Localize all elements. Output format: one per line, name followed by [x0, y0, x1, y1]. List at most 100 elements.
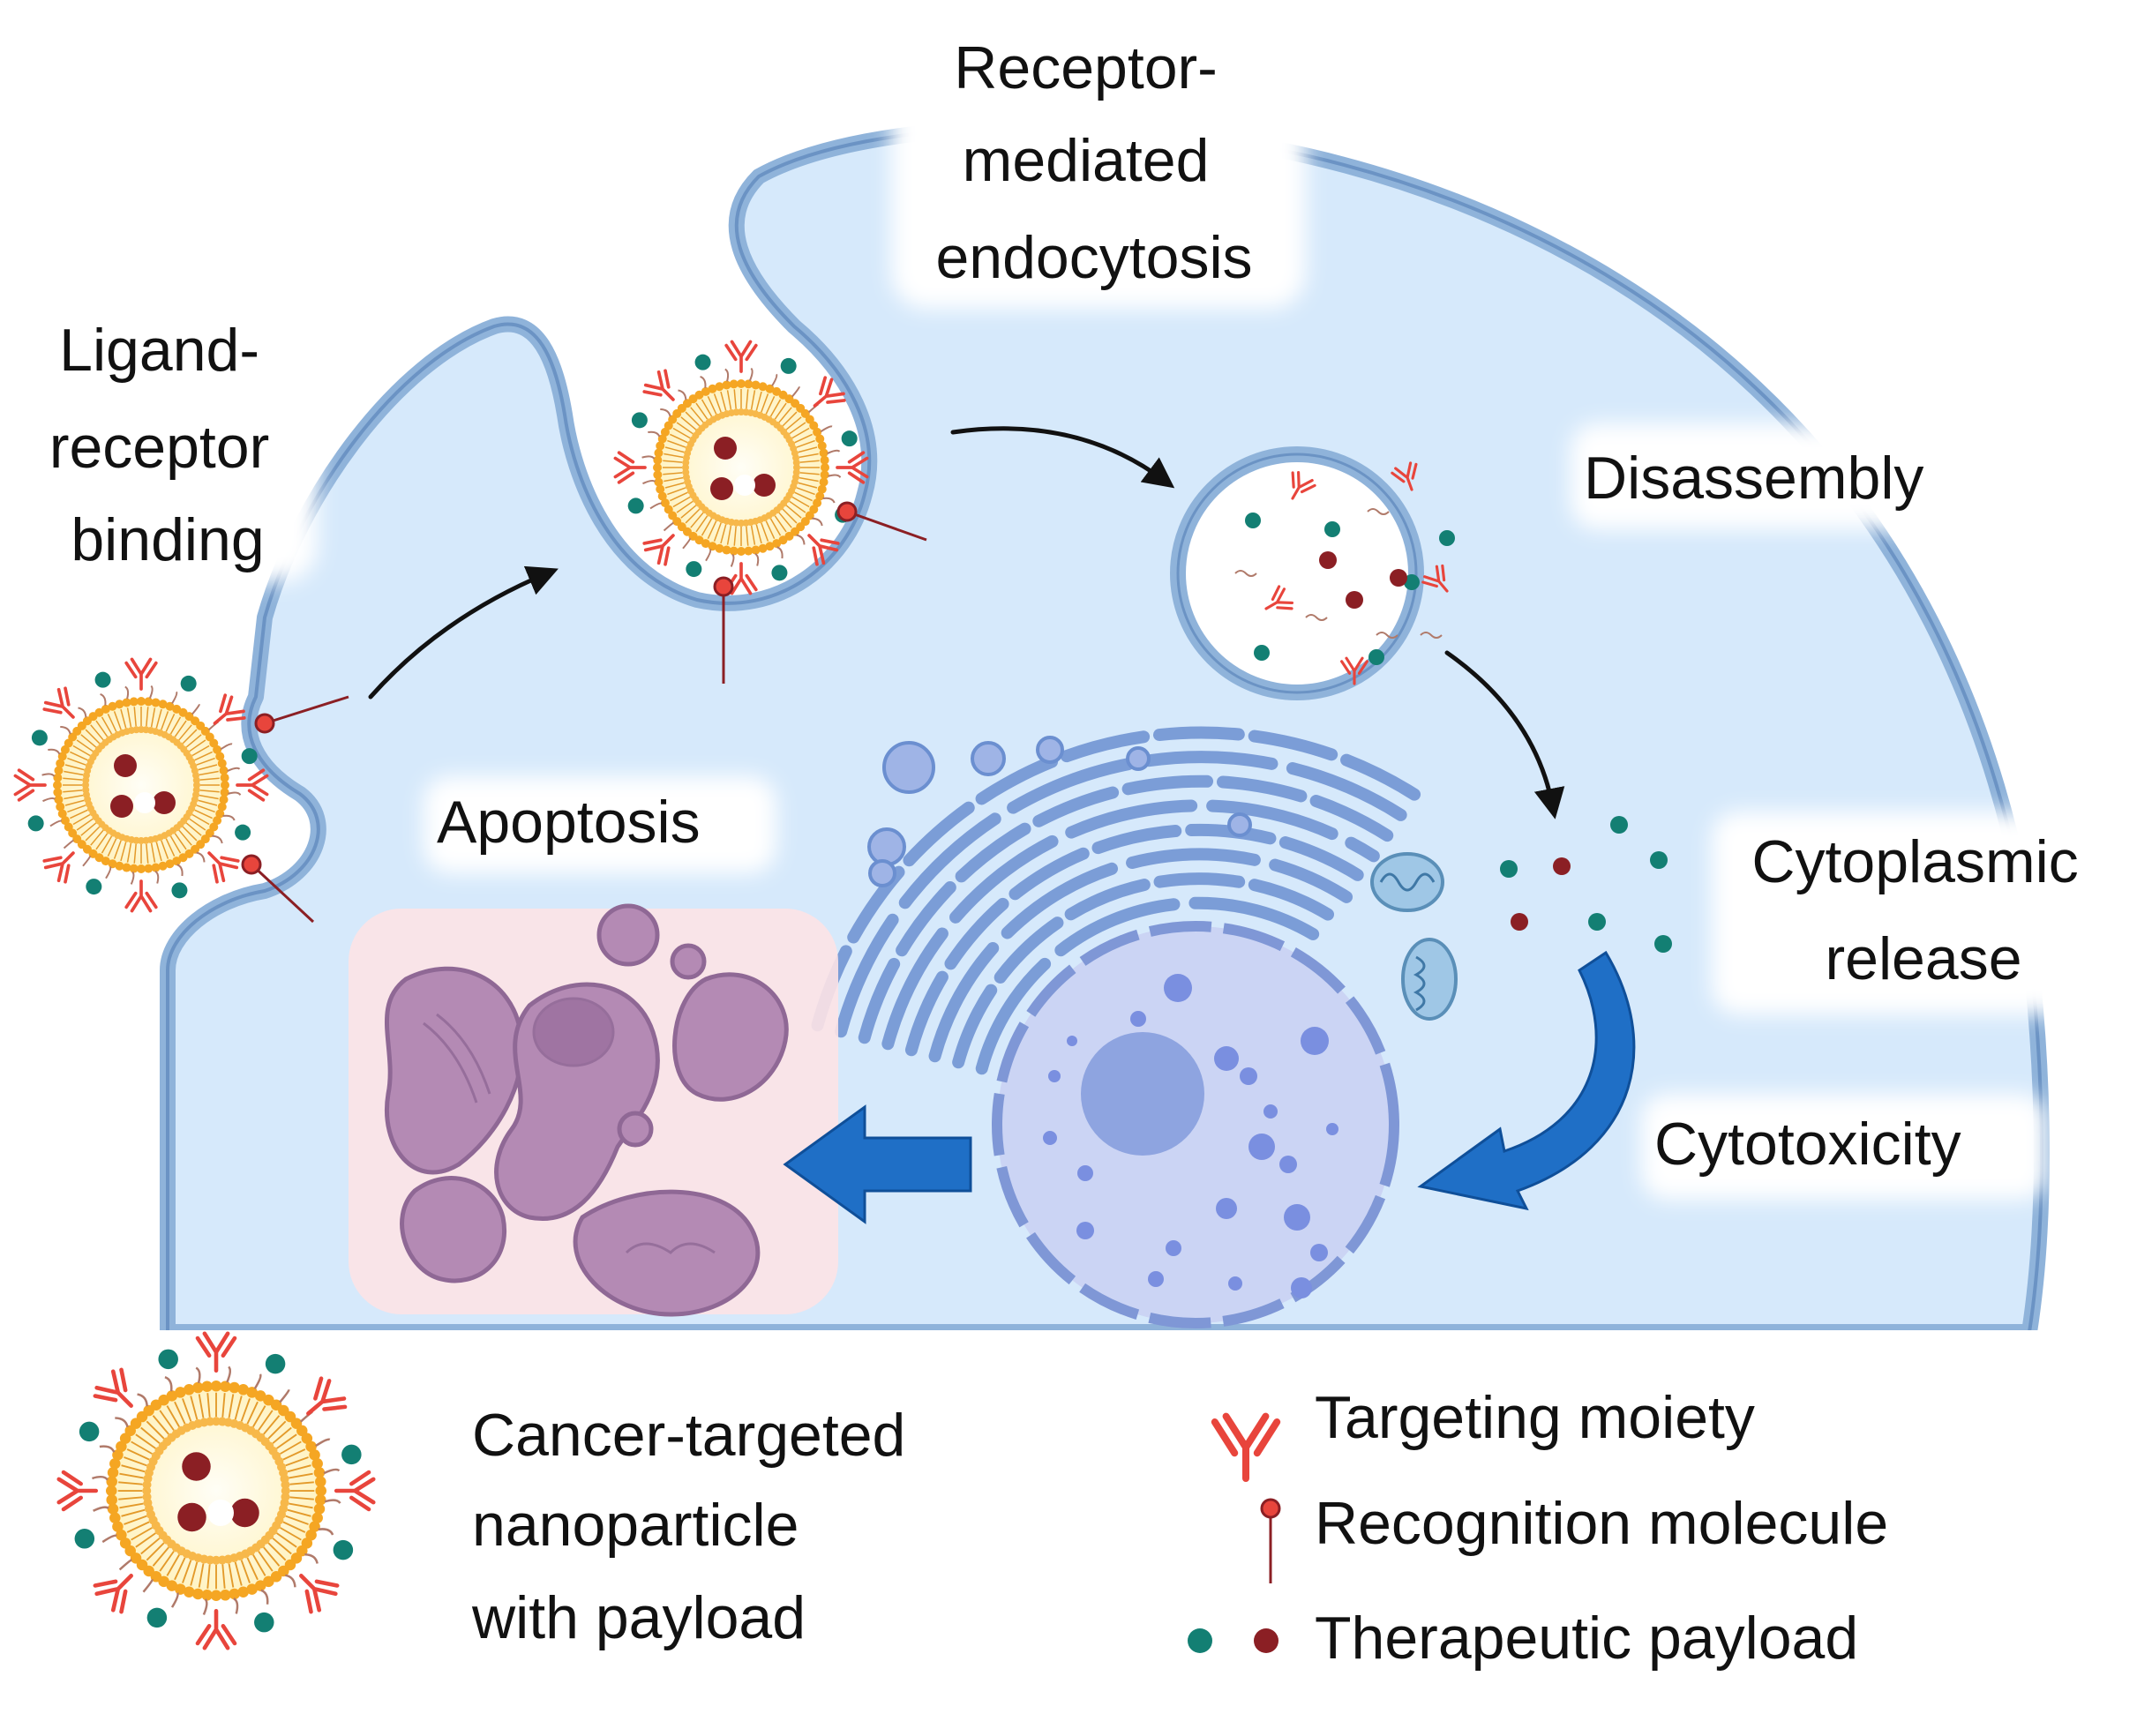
- lipid-head: [109, 1458, 121, 1470]
- legend-recognition-pin-icon: [1260, 1498, 1281, 1583]
- lipid-head: [765, 542, 775, 551]
- payload-dot-icon: [753, 474, 776, 497]
- lipid-head: [192, 1588, 204, 1600]
- legend-payload-dot-icon: [1188, 1628, 1278, 1653]
- antibody-icon: [207, 851, 240, 884]
- lipid-head: [309, 1521, 320, 1532]
- legend-therapeutic-payload-label: Therapeutic payload: [1315, 1605, 1858, 1672]
- lipid-head: [158, 1394, 169, 1406]
- label-nanoparticle-caption: Cancer-targeted nanoparticle with payloa…: [471, 1402, 922, 1651]
- chromatin-dot: [1279, 1156, 1297, 1173]
- lipid-head: [53, 788, 63, 797]
- arrow-to-apoptosis: [783, 1104, 972, 1224]
- lipid-head: [144, 697, 154, 707]
- chromatin-dot: [1214, 1046, 1239, 1071]
- lipid-head: [817, 484, 827, 494]
- payload-dot-icon: [333, 1539, 354, 1560]
- lipid-head: [664, 505, 673, 514]
- antibody-icon: [124, 879, 158, 913]
- lipid-head: [106, 1476, 117, 1487]
- lipid-head: [305, 1440, 317, 1453]
- lipid-head: [219, 795, 229, 804]
- lipid-head: [254, 1580, 266, 1591]
- lipid-head: [653, 470, 663, 480]
- lipid-head: [107, 1503, 119, 1515]
- label-glows: [35, 18, 2082, 1200]
- nanoparticle-legend: [56, 1331, 376, 1650]
- payload-dot-icon: [110, 795, 133, 818]
- antibody-icon: [93, 1574, 133, 1614]
- lipid-head: [305, 1529, 317, 1541]
- lipid-head: [653, 455, 663, 465]
- payload-dot-icon: [1610, 816, 1628, 834]
- released-payload: [1500, 816, 1672, 953]
- lipid-head: [112, 1521, 124, 1532]
- payload-dot-icon: [265, 1353, 286, 1374]
- payload-dot-icon: [710, 477, 733, 500]
- lipid-head: [313, 1503, 326, 1515]
- antibody-icon: [195, 1608, 237, 1650]
- antibody-icon: [93, 1367, 133, 1408]
- lipid-head: [115, 861, 124, 871]
- lipid-head: [809, 421, 819, 430]
- lipid-head: [57, 752, 67, 761]
- chromatin-dot: [1076, 1222, 1094, 1239]
- lipid-head: [213, 745, 222, 754]
- lipid-head: [137, 864, 146, 873]
- payload-dot-icon: [1254, 645, 1270, 661]
- nucleus-icon: [992, 921, 1399, 1328]
- antibody-icon: [1421, 564, 1449, 593]
- payload-dot-icon: [1368, 649, 1384, 665]
- lipid-head: [694, 390, 704, 400]
- lipid-head: [657, 491, 667, 501]
- payload-dot-icon: [341, 1444, 362, 1465]
- lipid-head: [175, 1387, 186, 1398]
- lipid-head: [151, 698, 161, 707]
- payload-dot-icon: [627, 498, 644, 514]
- lipid-head: [119, 1538, 131, 1549]
- arrow-endocytosis-to-vesicle: [950, 426, 1175, 489]
- lipid-head: [144, 864, 154, 873]
- chromatin-dot: [1240, 1067, 1257, 1085]
- lipid-head: [229, 1588, 240, 1600]
- lipid-head: [60, 816, 70, 826]
- lipid-head: [729, 546, 739, 556]
- payload-dot-icon: [631, 412, 648, 429]
- lipid-head: [107, 1467, 119, 1478]
- payload-dot-icon: [686, 561, 702, 578]
- nanoparticle-endocytosis: [613, 340, 869, 595]
- lipid-head: [219, 766, 229, 775]
- chromatin-dot: [1148, 1271, 1164, 1287]
- lipid-head: [158, 700, 168, 709]
- lipid-head: [758, 543, 768, 553]
- payload-dot-icon: [1319, 551, 1337, 569]
- lipid-head: [813, 498, 822, 508]
- lipid-head: [772, 386, 782, 396]
- lipid-head: [715, 543, 724, 553]
- legend-antibody-icon: [1211, 1412, 1281, 1483]
- lipid-head: [106, 1485, 117, 1497]
- lipid-head: [722, 380, 731, 390]
- lipid-head: [729, 379, 739, 389]
- payload-dot-icon: [771, 565, 788, 581]
- lipid-head: [744, 546, 754, 556]
- payload-dot-icon: [74, 1529, 95, 1549]
- lipid-head: [237, 1586, 249, 1598]
- lipid-head: [137, 697, 146, 706]
- golgi-icon: [811, 726, 1421, 1075]
- payload-dot-icon: [1245, 513, 1261, 528]
- lipid-head: [758, 382, 768, 392]
- chromatin-dot: [1130, 1011, 1146, 1027]
- payload-dot-icon: [31, 730, 48, 746]
- lipid-head: [213, 816, 222, 826]
- lipid-head: [708, 384, 717, 393]
- payload-dot-icon: [694, 354, 711, 370]
- antibody-icon: [1291, 470, 1316, 500]
- recognition-molecules-binding: [250, 510, 927, 924]
- payload-dot-icon: [230, 1498, 259, 1528]
- lipid-head: [309, 1449, 320, 1461]
- lipid-head: [94, 707, 104, 717]
- lipid-head: [101, 857, 110, 866]
- lipid-head: [166, 1390, 178, 1402]
- antibody-icon: [724, 340, 758, 373]
